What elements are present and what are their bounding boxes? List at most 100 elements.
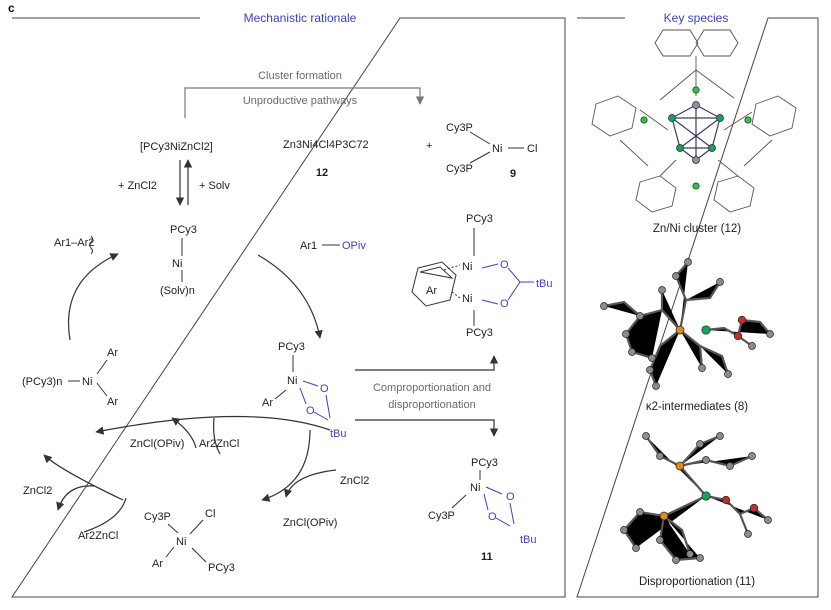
- svg-text:PCy3: PCy3: [466, 213, 493, 225]
- zncl-opiv-2: ZnCl(OPiv): [283, 517, 337, 529]
- svg-text:Ni: Ni: [176, 536, 186, 548]
- svg-text:Ar1–Ar2: Ar1–Ar2: [54, 237, 94, 249]
- svg-text:Ar: Ar: [107, 396, 118, 408]
- ni-atom: [708, 144, 716, 152]
- compound-11-number: 11: [481, 551, 493, 563]
- intermediate-structure: κ2-intermediates (8): [600, 258, 774, 413]
- svg-text:Cy3P: Cy3P: [446, 122, 473, 134]
- svg-text:PCy3: PCy3: [170, 224, 197, 236]
- add-zncl2-label: + ZnCl2: [118, 180, 157, 192]
- top-pathway: Cluster formation Unproductive pathways: [184, 70, 425, 118]
- svg-text:Ni: Ni: [287, 375, 297, 387]
- comproportionation-label-2: disproportionation: [388, 399, 475, 411]
- svg-text:PCy3: PCy3: [278, 341, 305, 353]
- svg-text:Ni: Ni: [462, 293, 472, 305]
- equilibrium: + ZnCl2 + Solv: [118, 159, 230, 206]
- compound-9-number: 9: [510, 168, 516, 180]
- svg-text:(Solv)n: (Solv)n: [160, 285, 195, 297]
- svg-text:Cy3P: Cy3P: [144, 511, 171, 523]
- svg-text:Ni: Ni: [470, 482, 480, 494]
- svg-text:O: O: [506, 491, 515, 503]
- ar1-opiv: Ar1 OPiv: [300, 240, 366, 252]
- zncl-opiv-1: ZnCl(OPiv): [130, 438, 184, 450]
- right-header: Key species: [664, 11, 729, 25]
- svg-text:Cy3P: Cy3P: [446, 163, 473, 175]
- niII-center: PCy3 Ni Ar O O tBu: [262, 341, 347, 440]
- compound-11: PCy3 Ni Cy3P O O tBu 11: [428, 457, 537, 563]
- pcy3-nizncl2: [PCy3NiZnCl2]: [140, 141, 213, 153]
- svg-text:PCy3: PCy3: [471, 457, 498, 469]
- cluster-formula: Zn3Ni4Cl4P3C72: [283, 139, 369, 151]
- svg-text:O: O: [500, 298, 509, 310]
- svg-text:Cl: Cl: [527, 143, 537, 155]
- zncl2-left: ZnCl2: [23, 485, 52, 497]
- p-atom: [659, 511, 669, 521]
- ni-dimer: PCy3 Ni Ni PCy3 Ar O O tBu: [411, 213, 553, 339]
- ni-atom: [701, 325, 711, 335]
- p-atom: [675, 325, 685, 335]
- cycle-arrows: [43, 253, 337, 533]
- compound-9: Cy3P Cy3P Ni Cl 9: [446, 122, 537, 180]
- svg-text:Ni: Ni: [172, 258, 182, 270]
- cl-atom: [692, 86, 700, 94]
- disproportionation-caption: Disproportionation (11): [639, 576, 755, 588]
- o-atom: [733, 331, 743, 341]
- svg-text:Cy3P: Cy3P: [428, 510, 455, 522]
- comproportionation-label-1: Comproportionation and: [373, 382, 491, 394]
- svg-text:O: O: [306, 405, 315, 417]
- biaryl-product: Ar1–Ar2: [54, 235, 94, 255]
- cl-atom: [692, 182, 700, 190]
- cl-atom: [640, 116, 648, 124]
- cl-atom: [744, 116, 752, 124]
- svg-text:tBu: tBu: [536, 278, 553, 290]
- zncl2-right: ZnCl2: [340, 475, 369, 487]
- svg-text:Ar: Ar: [426, 285, 437, 297]
- ni-atom: [668, 114, 676, 122]
- svg-text:tBu: tBu: [520, 534, 537, 546]
- niII-bottom: Cy3P Cl Ni Ar PCy3: [144, 508, 235, 574]
- zn-atom: [692, 101, 700, 109]
- svg-text:Ni: Ni: [462, 261, 472, 273]
- ni-atom: [676, 144, 684, 152]
- ar2zncl-1: Ar2ZnCl: [199, 438, 239, 450]
- mechanism-frame: Mechanistic rationale: [11, 11, 566, 598]
- svg-text:tBu: tBu: [330, 428, 347, 440]
- svg-text:O: O: [500, 259, 509, 271]
- intermediate-caption: κ2-intermediates (8): [646, 401, 748, 413]
- niII-left: (PCy3)n Ni Ar Ar: [22, 347, 118, 408]
- svg-text:PCy3: PCy3: [466, 327, 493, 339]
- p-atom: [675, 461, 685, 471]
- svg-text:PCy3: PCy3: [208, 562, 235, 574]
- cluster-formation-label: Cluster formation: [258, 70, 342, 82]
- disproportionation-structure: Disproportionation (11): [620, 432, 772, 588]
- key-species-frame: Key species: [576, 11, 819, 598]
- ni-atom: [716, 114, 724, 122]
- svg-text:O: O: [488, 511, 497, 523]
- panel-label: c: [8, 1, 15, 15]
- svg-text:Ar1: Ar1: [300, 240, 317, 252]
- left-header: Mechanistic rationale: [244, 11, 357, 25]
- svg-text:OPiv: OPiv: [342, 240, 366, 252]
- svg-text:Ni: Ni: [492, 143, 502, 155]
- o-atom: [737, 315, 747, 325]
- ni0-complex: PCy3 Ni (Solv)n: [160, 224, 197, 297]
- unproductive-pathways-label: Unproductive pathways: [243, 95, 358, 107]
- add-solv-label: + Solv: [199, 180, 230, 192]
- comproportionation-arrows: Comproportionation and disproportionatio…: [355, 355, 499, 437]
- o-atom: [749, 503, 759, 513]
- cluster-structure: Zn/Ni cluster (12): [591, 29, 797, 235]
- o-atom: [721, 495, 731, 505]
- zn-atom: [692, 156, 700, 164]
- svg-text:O: O: [320, 383, 329, 395]
- svg-text:Ar: Ar: [152, 558, 163, 570]
- svg-text:Cl: Cl: [205, 508, 215, 520]
- ar2zncl-2: Ar2ZnCl: [78, 530, 118, 542]
- cluster-number: 12: [316, 167, 328, 179]
- svg-text:Ar: Ar: [262, 397, 273, 409]
- svg-text:Ar: Ar: [107, 347, 118, 359]
- svg-text:Ni: Ni: [82, 376, 92, 388]
- cluster-caption: Zn/Ni cluster (12): [653, 223, 741, 235]
- svg-text:(PCy3)n: (PCy3)n: [22, 376, 62, 388]
- plus-sign: +: [426, 140, 432, 152]
